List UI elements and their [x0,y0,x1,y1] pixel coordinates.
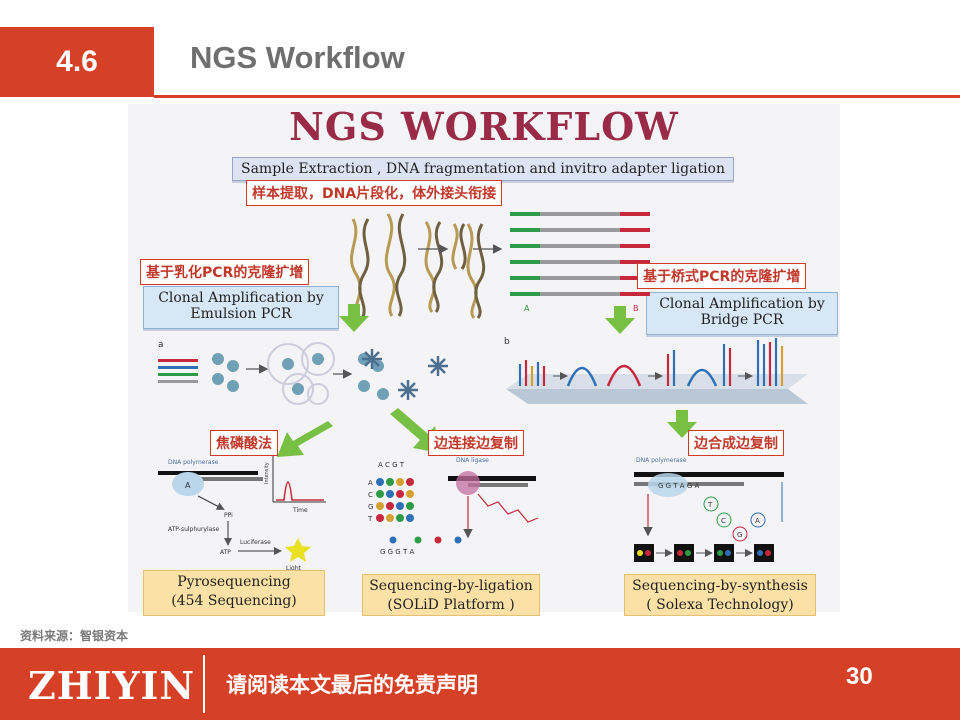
pyro-line-1: Pyrosequencing [177,574,291,590]
ligation-line-2: (SOLiD Platform ) [387,597,515,613]
ligation-line-1: Sequencing-by-ligation [369,578,533,594]
synthesis-free-c: C [721,517,726,525]
ligation-row-t: T [367,515,373,523]
annotation-bridge-pcr: 基于桥式PCR的克隆扩增 [637,263,807,289]
method-sequencing-by-ligation: Sequencing-by-ligation (SOLiD Platform ) [362,574,540,616]
synthesis-line-1: Sequencing-by-synthesis [632,578,808,594]
adapter-b-label: B [633,304,639,313]
annotation-sample-extraction: 样本提取，DNA片段化，体外接头衔接 [246,180,503,206]
ligation-row-g: G [368,503,373,511]
ligation-row-a: A [368,479,373,487]
footer-bar [0,648,960,720]
ligation-row-c: C [368,491,373,499]
pyro-atp-label: ATP [220,549,231,556]
bridge-line-1: Clonal Amplification by [659,296,825,312]
step-sample-extraction-label: Sample Extraction , DNA fragmentation an… [240,161,725,177]
pyro-intensity-label: Intensity [264,462,270,484]
section-number: 4.6 [0,27,154,97]
pyro-time-label: Time [292,507,308,514]
footer-divider [203,655,205,713]
ligation-bases-top: A C G T [378,461,405,469]
synthesis-chain: G G T A G A [658,482,699,490]
annotation-pyrosequencing: 焦磷酸法 [210,430,278,456]
synthesis-free-t: T [707,501,713,509]
dna-helix-icon [350,213,486,320]
page-title: NGS Workflow [190,40,405,75]
pyro-atp-sulphurylase-label: ATP-sulphurylase [168,526,219,533]
ligation-bottom-sequence: G G G T A [380,548,414,556]
pyro-luciferase-label: Luciferase [240,539,271,546]
step-emulsion-pcr: Clonal Amplification by Emulsion PCR [143,286,339,329]
panel-b-label: b [504,337,510,347]
green-arrow-icon [277,304,697,457]
synthesis-free-g: G [737,531,742,539]
emulsion-beads [158,342,389,405]
dna-helix-small-icon [451,223,467,270]
annotation-emulsion-pcr: 基于乳化PCR的克隆扩增 [140,259,310,285]
synthesis-diagram: DNA polymerase G G T A G A T C G A [634,457,784,562]
annotation-ligation: 边连接边复制 [428,430,524,456]
pyro-ppi-label: PPi [224,512,233,519]
pyrosequencing-diagram: DNA polymerase A PPi ATP-sulphurylase AT… [158,444,326,572]
synthesis-line-2: ( Solexa Technology) [646,597,794,613]
annotation-synthesis: 边合成边复制 [688,430,784,456]
method-sequencing-by-synthesis: Sequencing-by-synthesis ( Solexa Technol… [624,574,816,616]
pyro-dna-polymerase-label: DNA polymerase [168,459,219,466]
pyro-line-2: (454 Sequencing) [171,593,297,609]
pyro-light-label: Light [286,565,302,572]
workflow-illustration: A B a [158,212,808,572]
header-rule [154,95,960,98]
disclaimer-text: 请阅读本文最后的免责声明 [226,673,478,697]
bridge-amplification [506,338,808,404]
panel-a-label: a [158,340,164,350]
ligation-dna-ligase-label: DNA ligase [456,457,489,464]
zhiyin-logo: ZHIYIN [28,663,196,708]
ligation-diagram: A C G T A C G T DNA ligase G G G T A [367,457,539,556]
source-note: 资料来源：智银资本 [20,629,129,643]
step-bridge-pcr: Clonal Amplification by Bridge PCR [646,292,838,335]
amplified-bead-icon [362,349,448,400]
synthesis-dna-polymerase-label: DNA polymerase [636,457,687,464]
emulsion-line-1: Clonal Amplification by [158,290,324,306]
adapter-a-label: A [524,304,530,313]
page-number: 30 [846,663,873,690]
pyro-base-a-label: A [185,481,191,490]
bridge-line-2: Bridge PCR [700,312,784,328]
method-pyrosequencing: Pyrosequencing (454 Sequencing) [143,570,325,616]
synthesis-free-a: A [755,517,760,525]
emulsion-line-2: Emulsion PCR [190,306,292,322]
figure-title: NGS WORKFLOW [289,104,679,149]
adapter-ligated-fragments: A B [510,212,650,313]
